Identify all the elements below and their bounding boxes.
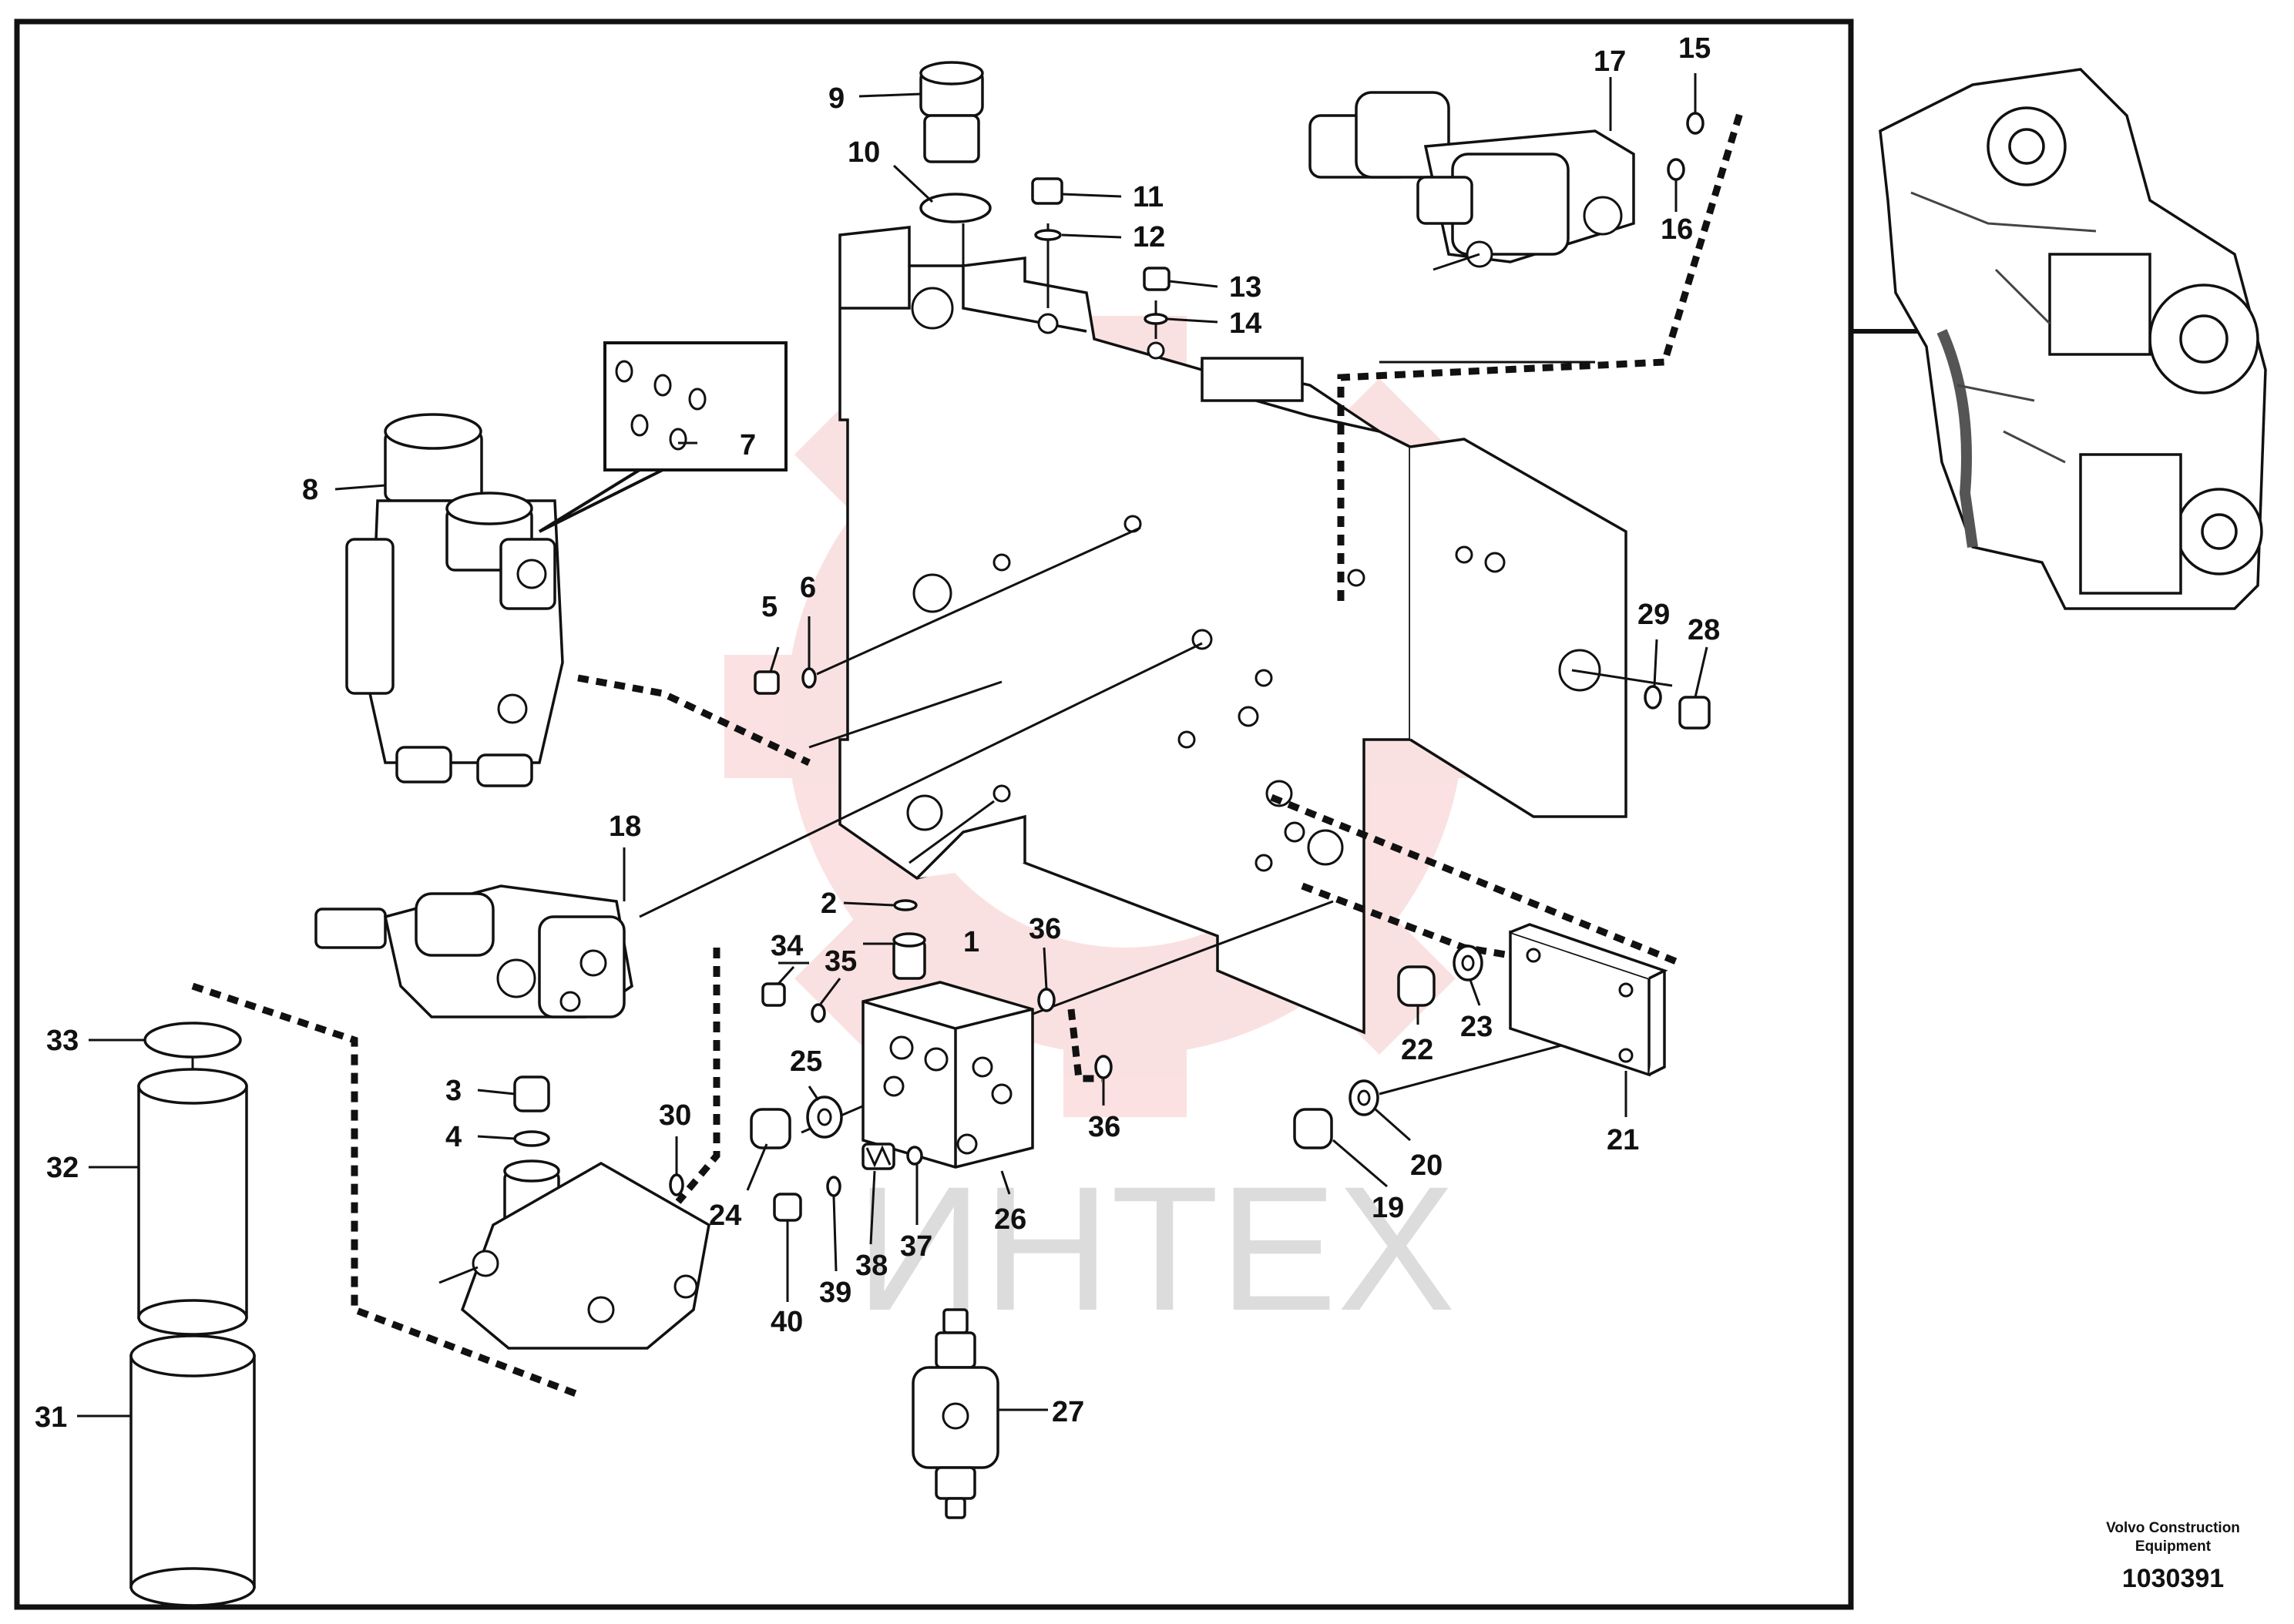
part-30-washer (669, 1173, 684, 1196)
part-12-washer (1034, 229, 1062, 241)
callout-33: 33 (46, 1025, 79, 1057)
callout-24: 24 (709, 1200, 741, 1232)
drawing-number: 1030391 (2121, 1564, 2225, 1593)
part-23-washer (1453, 945, 1483, 981)
callout-6: 6 (800, 572, 816, 604)
part-18-pressure-valve (314, 884, 633, 1018)
callout-3: 3 (445, 1075, 462, 1107)
callout-12: 12 (1133, 221, 1165, 253)
callout-17: 17 (1594, 45, 1626, 78)
diagram-frame (14, 18, 1854, 1610)
callout-5: 5 (761, 591, 778, 623)
part-16-o-ring (1667, 158, 1685, 181)
part-36-o-ring-lower (1094, 1055, 1113, 1079)
part-40-plug (773, 1193, 802, 1222)
assembly-lines (639, 223, 1673, 1134)
part-25-washer (806, 1096, 843, 1139)
part-17-solenoid-valve (1308, 91, 1635, 271)
part-11-plug (1031, 177, 1063, 205)
callout-7: 7 (740, 429, 756, 461)
callout-8: 8 (302, 474, 318, 506)
part-14-washer (1144, 313, 1168, 325)
part-7-detail-box (538, 341, 788, 533)
callout-14: 14 (1229, 307, 1261, 340)
part-1-check-valve (892, 932, 926, 980)
callout-26: 26 (994, 1203, 1026, 1236)
part-26-adapter-block (862, 981, 1034, 1169)
callout-9: 9 (828, 82, 845, 115)
callout-29: 29 (1637, 599, 1670, 631)
callout-35: 35 (825, 945, 857, 978)
part-20-washer (1349, 1079, 1379, 1116)
publisher-credit: Volvo Construction Equipment (2106, 1520, 2240, 1555)
callout-20: 20 (1410, 1149, 1443, 1182)
part-27-pressure-sensor (912, 1308, 999, 1519)
callout-36-lower: 36 (1088, 1111, 1120, 1143)
callout-18: 18 (609, 810, 641, 843)
callout-15: 15 (1678, 32, 1711, 65)
part-8-valve-body (345, 413, 564, 787)
callout-27: 27 (1052, 1396, 1084, 1428)
part-28-plug (1678, 696, 1711, 730)
callout-25: 25 (790, 1045, 822, 1078)
part-3-plug (513, 1075, 550, 1112)
callout-10: 10 (848, 136, 880, 169)
callout-11: 11 (1133, 181, 1164, 213)
callout-labels: 1 2 3 4 5 6 7 8 9 10 11 12 13 14 15 16 1… (35, 32, 1720, 1434)
callout-21: 21 (1607, 1124, 1639, 1156)
part-36-o-ring-upper (1037, 988, 1056, 1012)
part-29-washer (1644, 685, 1662, 710)
part-33-o-ring (143, 1022, 242, 1059)
part-19-plug (1293, 1108, 1333, 1149)
part-10-o-ring (919, 193, 992, 223)
inset-pointer (1849, 324, 1942, 334)
callout-36-upper: 36 (1029, 913, 1061, 945)
part-38-spring (862, 1143, 895, 1170)
callout-23: 23 (1460, 1011, 1493, 1043)
callout-39: 39 (819, 1277, 851, 1309)
callout-28: 28 (1688, 614, 1720, 646)
part-35-washer (811, 1003, 826, 1023)
part-24-plug (750, 1108, 791, 1149)
callout-37: 37 (900, 1230, 932, 1263)
housing-ports (906, 287, 1601, 872)
part-34-plug (761, 982, 786, 1007)
transmission-inset-image (1879, 68, 2267, 610)
part-6-washer (801, 667, 817, 689)
callout-16: 16 (1661, 213, 1693, 246)
part-9-plug (919, 61, 984, 163)
part-39-washer (826, 1176, 841, 1197)
callout-22: 22 (1401, 1034, 1433, 1066)
part-31-filter-element (129, 1334, 256, 1607)
part-13-plug (1143, 267, 1171, 291)
callout-1: 1 (963, 926, 979, 958)
part-2-washer (893, 899, 918, 911)
callout-13: 13 (1229, 271, 1261, 304)
part-22-plug (1397, 965, 1436, 1007)
part-5-plug (754, 670, 780, 695)
part-21-cover-plate (1509, 923, 1668, 1077)
callout-30: 30 (659, 1099, 691, 1132)
callout-40: 40 (771, 1306, 803, 1338)
part-37-ball (906, 1146, 923, 1166)
part-15-o-ring (1686, 112, 1705, 135)
valve-housing (838, 226, 1627, 1035)
callout-38: 38 (855, 1250, 888, 1282)
callout-32: 32 (46, 1152, 79, 1184)
part-4-washer (513, 1130, 550, 1147)
callout-leaders (77, 92, 1708, 1418)
part-32-filter-element (137, 1068, 248, 1336)
callout-34: 34 (771, 930, 803, 962)
callout-31: 31 (35, 1401, 67, 1434)
callout-19: 19 (1372, 1192, 1404, 1224)
callout-4: 4 (445, 1121, 462, 1153)
callout-2: 2 (821, 887, 837, 920)
filter-housing (438, 1159, 710, 1350)
